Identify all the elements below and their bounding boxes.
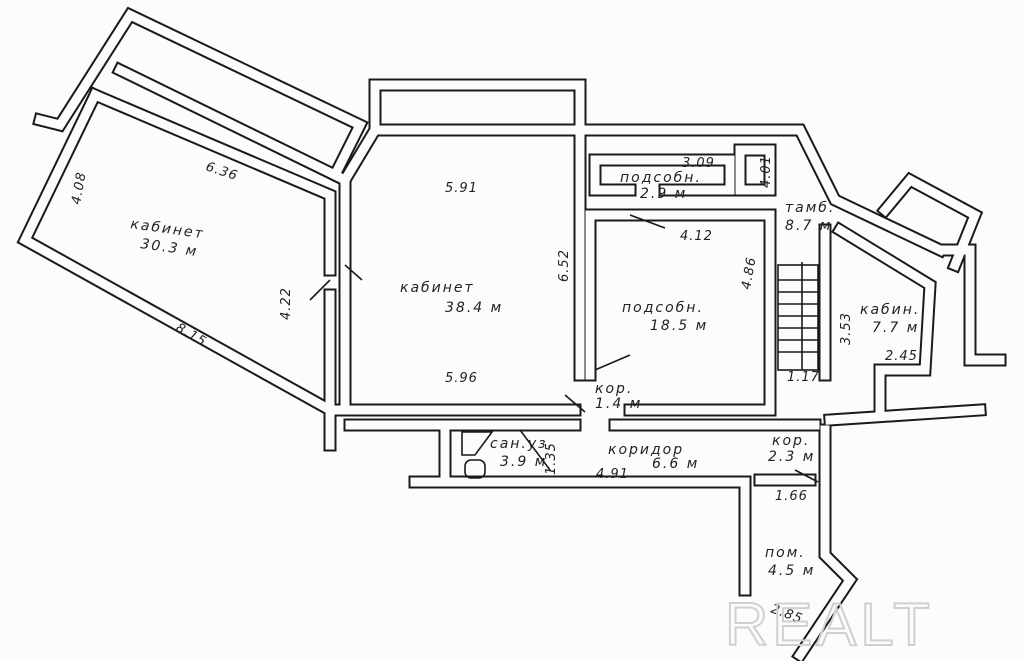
room-area: 2.9 м (640, 186, 687, 202)
room-name: тамб. (785, 200, 835, 216)
dimension: 6.52 (557, 249, 572, 282)
room-area: 7.7 м (872, 320, 919, 336)
room-area: 2.3 м (768, 449, 815, 465)
room-name: подсобн. (620, 170, 702, 186)
dimension: 4.86 (739, 256, 759, 291)
room-name: кабинет (400, 280, 475, 296)
dimension: 1.17 (787, 370, 820, 385)
dimension: 8.15 (173, 320, 209, 349)
sanitary-fixtures (461, 431, 494, 479)
room-area: 38.4 м (445, 300, 503, 316)
room-labels: кабинет 30.3 м кабинет 38.4 м подсобн. 2… (129, 170, 920, 579)
room-area: 4.5 м (768, 563, 815, 579)
staircase (777, 262, 819, 371)
door-swings (309, 214, 819, 483)
room-area: 18.5 м (650, 318, 708, 334)
room-name: сан.уз. (490, 436, 554, 452)
room-name: коридор (608, 442, 684, 458)
dimension: 6.36 (204, 160, 240, 184)
dimension: 2.45 (885, 349, 918, 364)
dimension: 4.12 (680, 229, 713, 244)
watermark: REALT (725, 591, 934, 658)
walls-inner (19, 9, 1005, 661)
room-area: 3.9 м (500, 454, 547, 470)
room-area: 6.6 м (652, 456, 699, 472)
dimension: 5.96 (445, 371, 478, 386)
dimension: 1.35 (544, 442, 559, 475)
dimension: 4.91 (596, 467, 629, 482)
room-name: пом. (765, 545, 806, 561)
dimension: 3.53 (839, 312, 854, 345)
room-area: 8.7 м (785, 218, 832, 234)
dimension: 1.66 (775, 489, 808, 504)
room-name: кор. (595, 381, 633, 397)
room-name: кор. (772, 433, 810, 449)
room-name: подсобн. (622, 300, 704, 316)
dimension: 4.22 (279, 287, 294, 320)
dimension: 3.09 (682, 156, 715, 171)
dimension: 4.01 (759, 155, 774, 188)
room-name: кабин. (860, 302, 920, 318)
dimension: 4.08 (69, 171, 89, 206)
room-area: 1.4 м (595, 396, 642, 412)
dimension: 5.91 (445, 181, 478, 196)
